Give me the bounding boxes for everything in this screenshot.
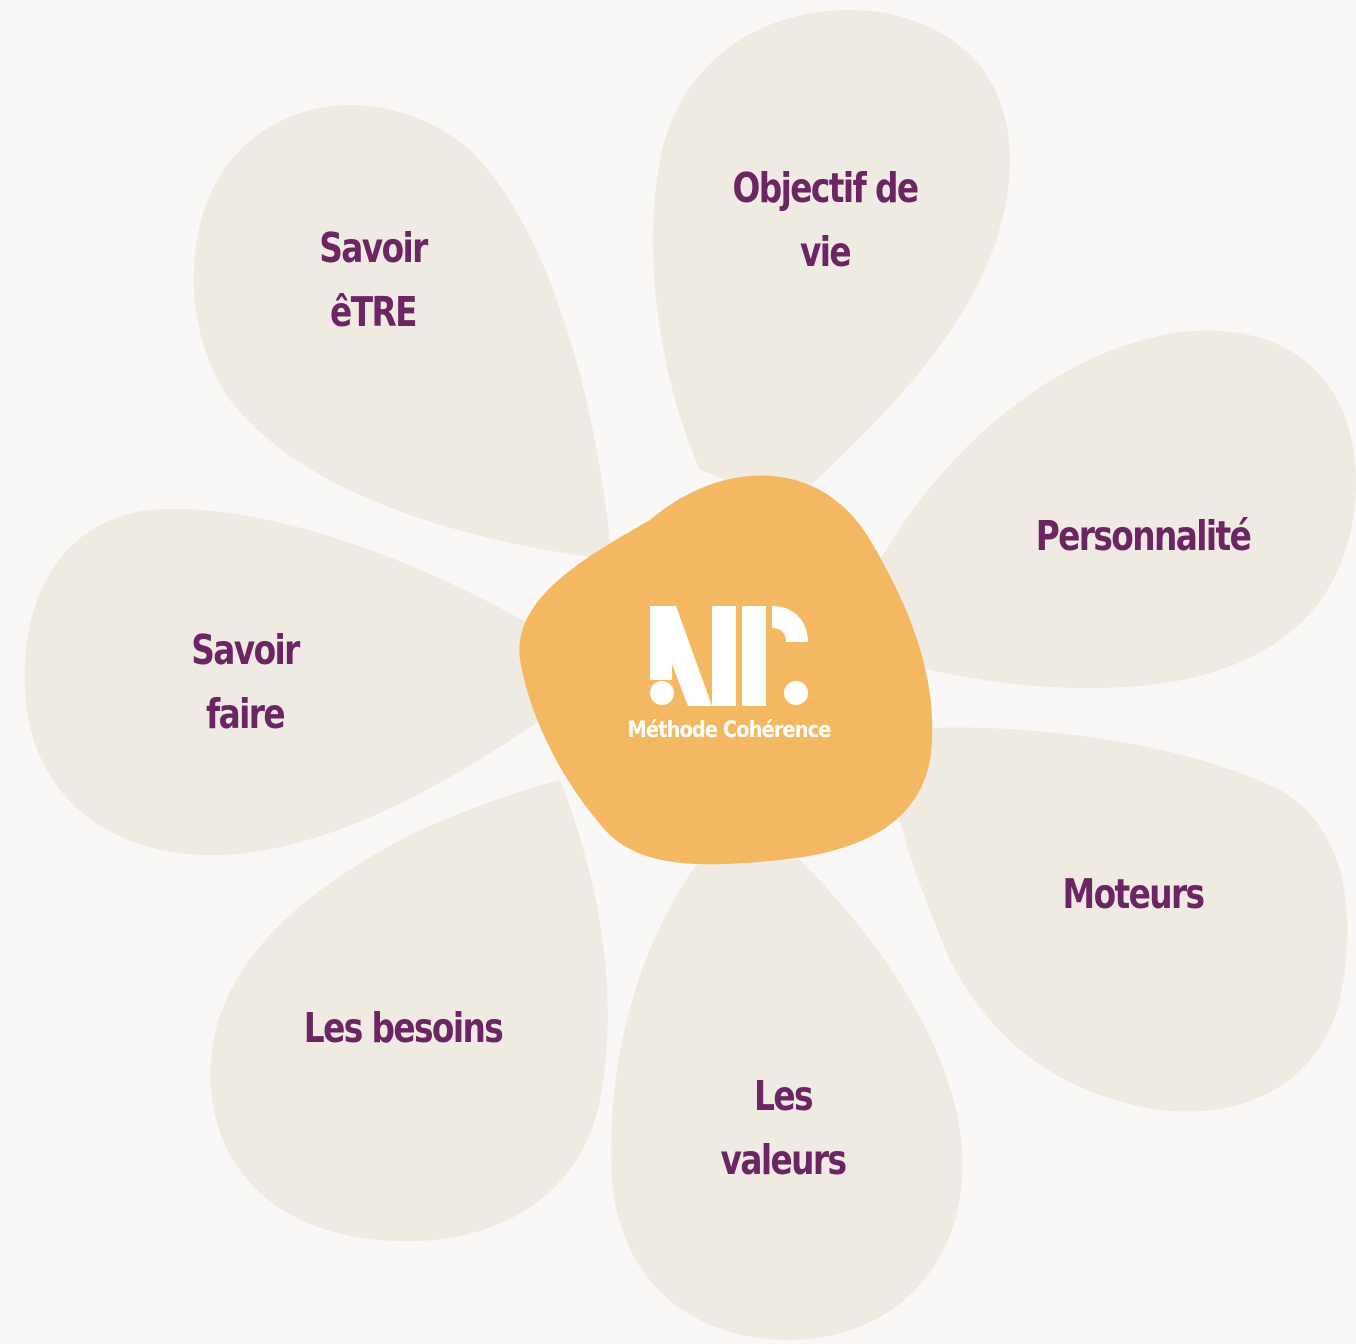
petal-savoir-etre: [193, 105, 612, 560]
label-besoins: Les besoins: [303, 1004, 504, 1052]
logo-monogram: [650, 606, 808, 706]
logo-c-dot: [784, 681, 808, 705]
petal-objectif: [652, 9, 1011, 505]
label-savoir-etre: Savoir êTRE: [319, 224, 428, 336]
label-personnalite: Personnalité: [1035, 512, 1252, 560]
petal-moteurs: [890, 727, 1348, 1112]
label-savoir-faire: Savoir faire: [191, 626, 300, 738]
logo-c-stem: [742, 606, 766, 706]
petal-personnalite: [880, 330, 1356, 689]
petal-besoins: [210, 780, 608, 1242]
petal-valeurs: [611, 860, 963, 1340]
label-moteurs: Moteurs: [1062, 870, 1206, 918]
logo-m-dot: [650, 681, 674, 705]
petal-savoir-faire: [24, 508, 540, 856]
label-objectif: Objectif de vie: [732, 164, 919, 276]
logo-c-bowl: [772, 606, 808, 642]
logo-caption: Méthode Cohérence: [627, 718, 832, 743]
logo-m-right-stem: [712, 606, 736, 706]
label-valeurs: Les valeurs: [720, 1072, 847, 1184]
petal-shapes: [24, 9, 1356, 1340]
logo-m-diagonal: [650, 606, 712, 706]
